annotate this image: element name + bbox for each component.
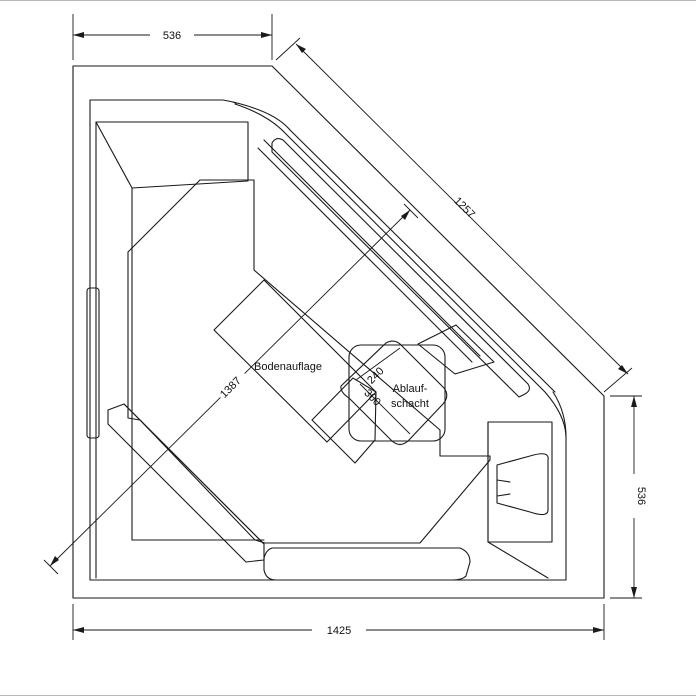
diagonal-armrest-slot xyxy=(271,137,531,398)
drain-box xyxy=(340,340,448,446)
dimension-right-height: 536 xyxy=(610,395,647,599)
dimension-label-right-height: 536 xyxy=(635,487,647,505)
label-drain-line2: schacht xyxy=(391,398,429,410)
basin-floor-outline xyxy=(127,179,491,544)
dimension-label-diagonal: 1257 xyxy=(451,195,477,221)
right-foot-area xyxy=(487,421,553,579)
dimension-diagonal: 1257 xyxy=(275,37,633,393)
label-drain-line1: Ablauf- xyxy=(393,383,428,395)
diagonal-rim-lines xyxy=(257,129,556,393)
dimension-label-top-width: 536 xyxy=(163,30,181,42)
dimension-label-bottom-width: 1425 xyxy=(327,625,351,637)
floor-support-bar xyxy=(213,279,377,464)
tub-outer-rim xyxy=(72,65,605,599)
label-floor-support: Bodenauflage xyxy=(254,361,322,373)
dimension-bottom-width: 1425 xyxy=(72,604,605,640)
frame-top-border xyxy=(0,0,696,1)
basin-top-edge xyxy=(95,121,249,579)
bottom-handle-slot xyxy=(263,547,471,581)
dimension-top-width: 536 xyxy=(72,14,273,60)
headrest-wedge xyxy=(417,324,495,375)
left-handle-slot xyxy=(86,287,100,439)
dimension-inner-diagonal: 1387 xyxy=(43,203,419,575)
dimension-label-drain-height: 300 xyxy=(361,387,382,408)
left-diagonal-seat xyxy=(107,403,265,563)
tub-rim-inner-edge xyxy=(89,99,567,581)
